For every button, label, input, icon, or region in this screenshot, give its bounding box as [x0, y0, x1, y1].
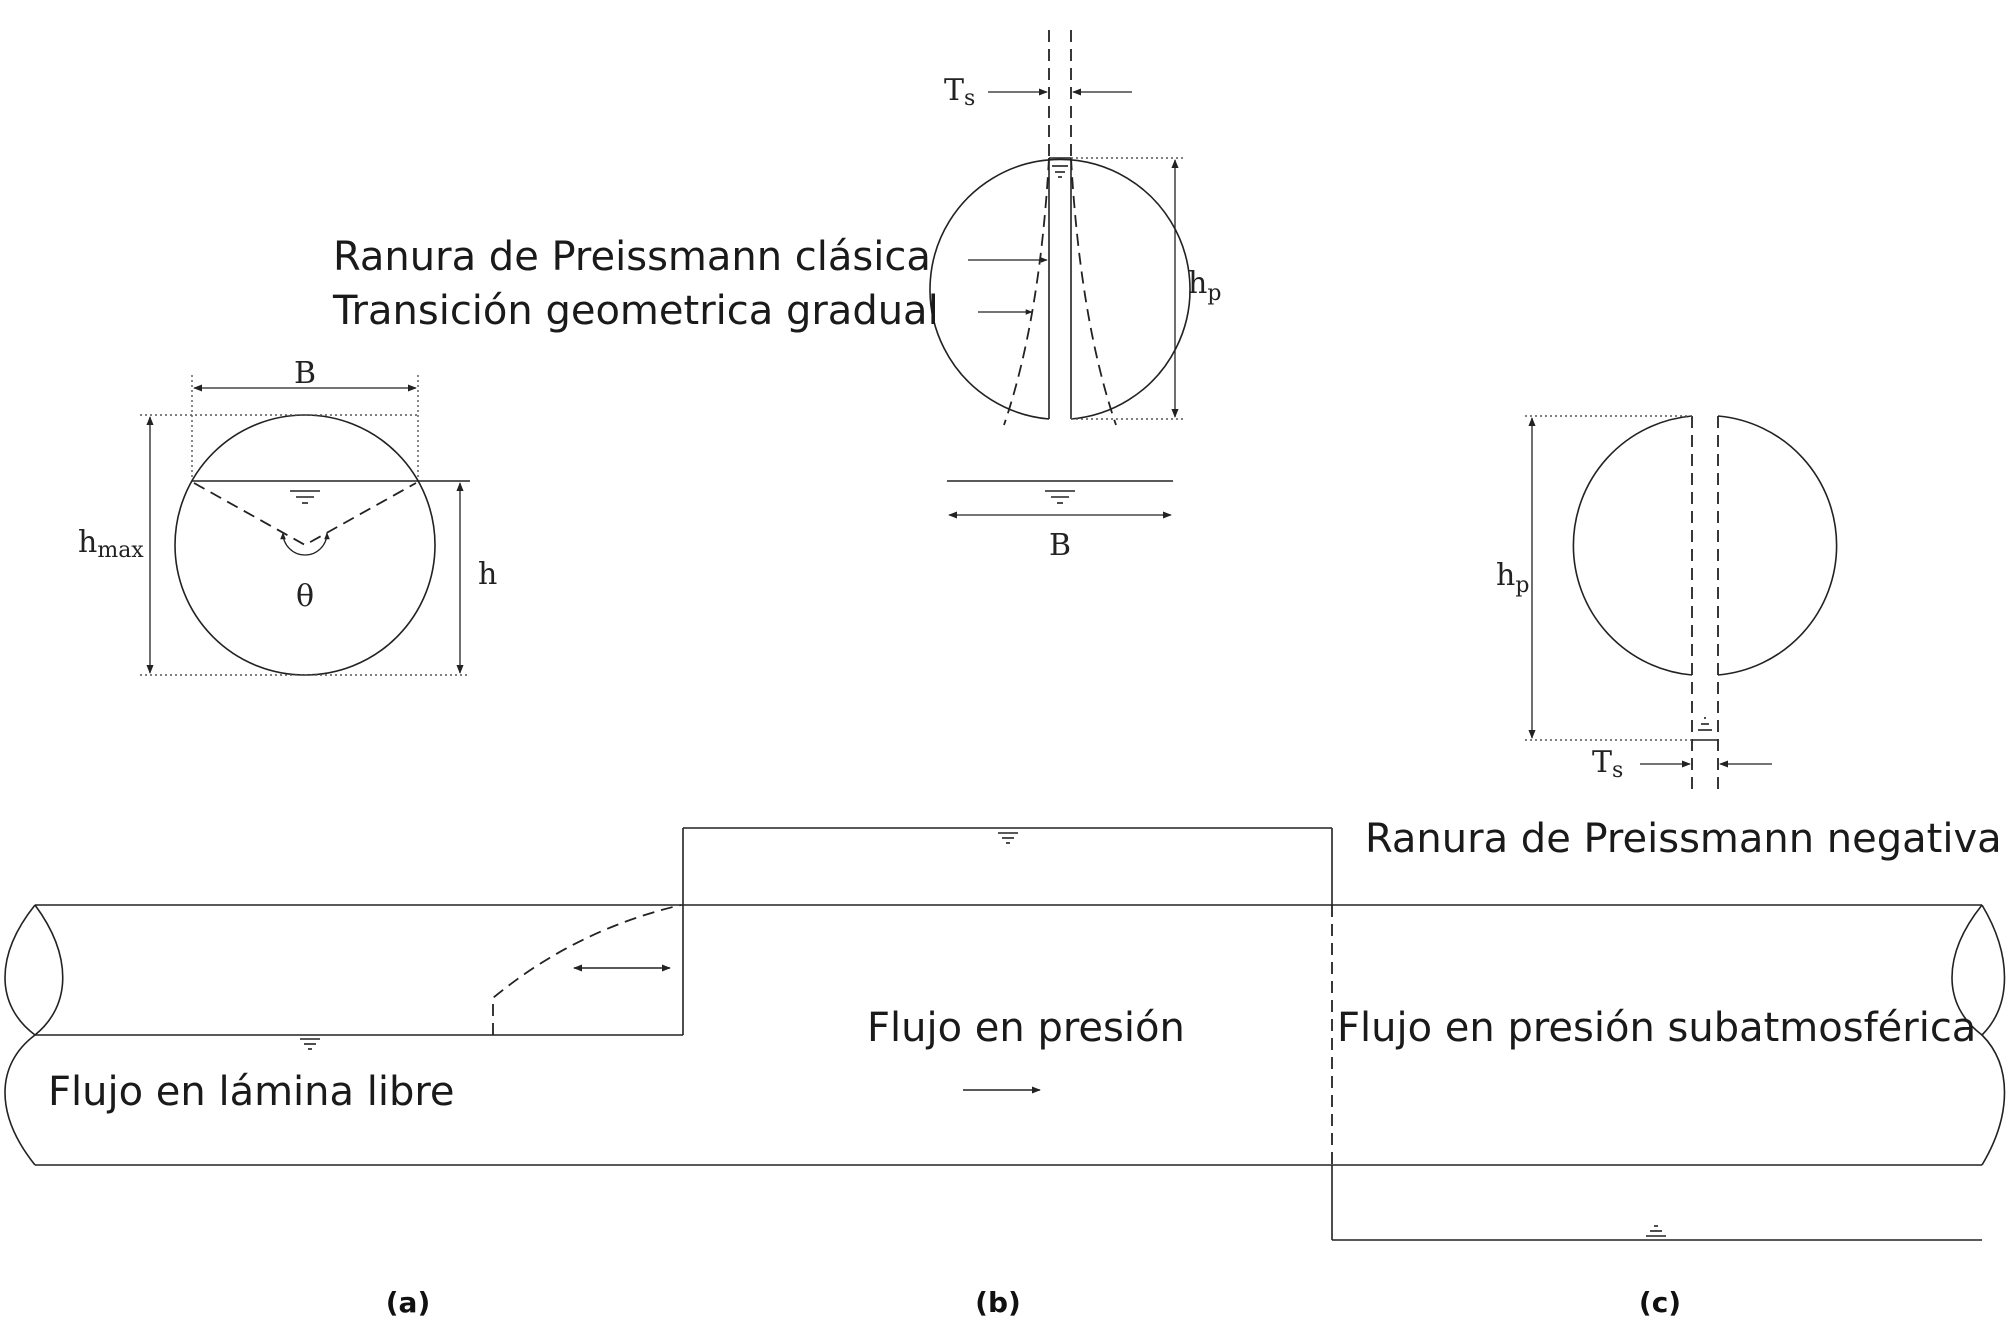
- transition-annotation: Transición geometrica gradual: [332, 288, 939, 334]
- water-level-symbol-a: [290, 490, 320, 504]
- hp-label-b: hp: [1188, 266, 1221, 306]
- water-level-symbol-c: [1698, 717, 1712, 731]
- pipe-section-b: [929, 158, 1191, 420]
- pipe-section-c-right: [1717, 415, 1838, 676]
- water-level-symbol-slot: [1052, 165, 1068, 178]
- pipe-right-end: [1951, 904, 1983, 1036]
- subatmospheric-flow-label: Flujo en presión subatmosférica: [1337, 1005, 1976, 1051]
- pipe-left-end-back: [34, 904, 64, 1036]
- panel-c: hp Ts Ranura de Preissmann negativa (c): [1365, 415, 2002, 1319]
- free-surface-flow-label: Flujo en lámina libre: [48, 1069, 455, 1115]
- b-label-a: B: [294, 356, 316, 391]
- water-level-symbol-free: [300, 1038, 320, 1050]
- panel-c-label: (c): [1639, 1286, 1681, 1319]
- panel-a: B hmax h θ (a): [78, 356, 497, 1319]
- panel-b: Ts hp B Ranura de Preissmann clásica Tra…: [332, 30, 1221, 1319]
- negative-slot-title: Ranura de Preissmann negativa: [1365, 816, 2002, 862]
- h-label: h: [478, 557, 497, 592]
- classic-slot-annotation: Ranura de Preissmann clásica: [333, 234, 931, 280]
- pipe-section-a: [174, 414, 436, 676]
- panel-a-label: (a): [386, 1286, 431, 1319]
- longitudinal-pipe: Flujo en lámina libre Flujo en presión F…: [4, 827, 2006, 1241]
- hp-label-c: hp: [1496, 558, 1529, 598]
- hmax-label: hmax: [78, 525, 144, 563]
- b-label-b: B: [1049, 528, 1071, 563]
- theta-arc: [280, 532, 330, 556]
- ts-label-b: Ts: [944, 73, 975, 111]
- front-transition-dashed: [492, 904, 682, 1035]
- ts-label-c: Ts: [1592, 745, 1623, 783]
- water-level-symbol-b: [1045, 490, 1075, 504]
- panel-b-label: (b): [975, 1286, 1021, 1319]
- pipe-left-end: [4, 904, 37, 1166]
- transition-left-curve: [1003, 157, 1050, 426]
- pipe-right-end-back: [1980, 904, 2006, 1166]
- theta-label: θ: [296, 579, 314, 614]
- pressurized-flow-label: Flujo en presión: [867, 1005, 1185, 1051]
- water-level-symbol-subatm: [1646, 1225, 1666, 1237]
- transition-right-curve: [1070, 157, 1117, 426]
- water-level-symbol-pressure: [998, 832, 1018, 844]
- wetted-angle-dashes: [193, 482, 417, 547]
- pipe-section-c: [1572, 415, 1693, 676]
